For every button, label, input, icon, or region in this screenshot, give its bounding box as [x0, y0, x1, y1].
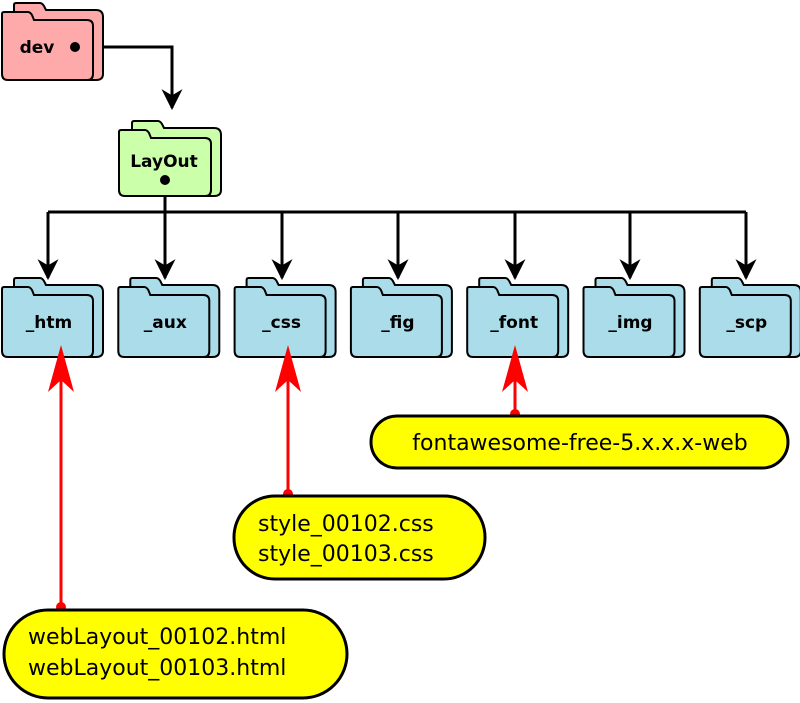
folder-font[interactable]: _font: [466, 277, 570, 358]
ref-arrow-htm: [48, 345, 74, 612]
note-css: style_00102.css style_00103.css: [232, 494, 487, 581]
folder-label-aux: _aux: [144, 313, 187, 333]
note-font-line-1: fontawesome-free-5.x.x.x-web: [412, 431, 747, 456]
note-css-line-1: style_00102.css: [258, 512, 434, 537]
note-htm-line-1: webLayout_00102.html: [28, 625, 286, 650]
connector-layout-to-children: [37, 180, 757, 281]
folder-fig[interactable]: _fig: [349, 277, 453, 358]
folder-layout[interactable]: LayOut: [118, 120, 222, 197]
folder-htm[interactable]: _htm: [1, 277, 104, 358]
folder-label-img: _img: [608, 313, 652, 333]
folder-label-scp: _scp: [726, 313, 767, 333]
folder-label-htm: _htm: [26, 313, 72, 333]
folder-label-fig: _fig: [381, 313, 414, 333]
folder-label-dev: dev: [20, 38, 55, 58]
note-font: fontawesome-free-5.x.x.x-web: [369, 414, 790, 470]
folder-scp[interactable]: _scp: [698, 277, 800, 358]
folder-label-css: _css: [262, 313, 301, 333]
connector-dot-dev: [70, 42, 80, 52]
folder-dev[interactable]: dev: [1, 1, 104, 81]
ref-arrow-css: [275, 345, 301, 499]
folder-css[interactable]: _css: [233, 277, 337, 358]
connector-dot-layout: [160, 175, 170, 185]
note-htm: webLayout_00102.html webLayout_00103.htm…: [2, 608, 349, 700]
folder-img[interactable]: _img: [582, 277, 686, 358]
folder-label-layout: LayOut: [130, 152, 198, 172]
folder-aux[interactable]: _aux: [117, 277, 221, 358]
note-htm-line-2: webLayout_00103.html: [28, 656, 286, 681]
connector-dev-to-layout: [75, 45, 183, 111]
folder-label-font: _font: [490, 313, 538, 333]
note-css-line-2: style_00103.css: [258, 542, 434, 567]
